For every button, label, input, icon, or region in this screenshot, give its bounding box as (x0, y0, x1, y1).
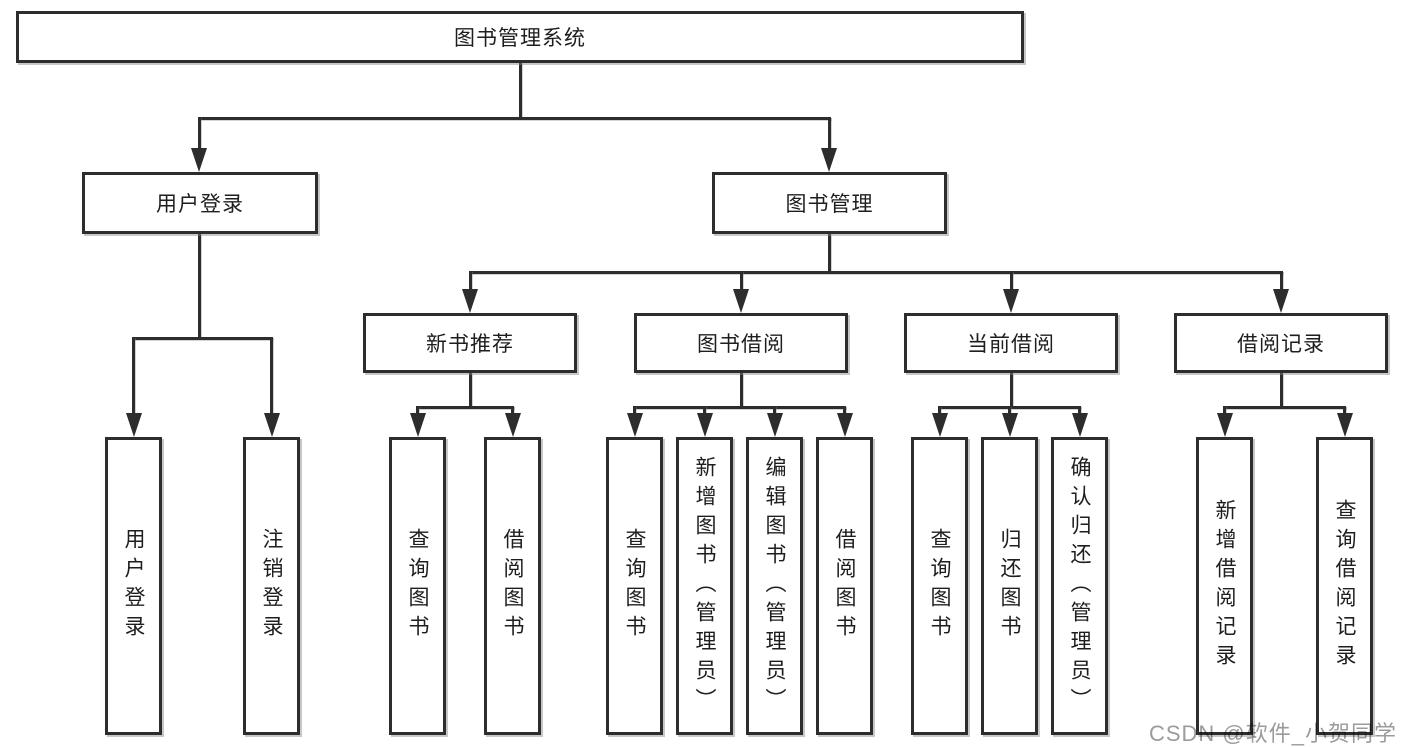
connector-line (739, 373, 743, 407)
arrow-down-icon (1001, 413, 1018, 437)
arrow-down-icon (1273, 289, 1289, 313)
arrow-down-icon (836, 413, 853, 437)
leaf-borrow-borrow-book: 借阅图书 (816, 437, 873, 735)
connector-line (468, 271, 1283, 274)
leaf-current-confirm-return-admin: 确认归还（管理员） (1051, 437, 1108, 735)
arrow-down-icon (626, 413, 643, 437)
arrow-down-icon (696, 413, 713, 437)
arrow-down-icon (766, 413, 783, 437)
arrow-down-icon (125, 413, 142, 437)
node-root-system: 图书管理系统 (16, 11, 1024, 63)
connector-line (1008, 406, 1011, 417)
connector-line (132, 337, 135, 416)
leaf-borrow-query-book: 查询图书 (606, 437, 663, 735)
arrow-down-icon (504, 413, 521, 437)
node-book-management-branch: 图书管理 (712, 172, 947, 234)
leaf-records-query-record: 查询借阅记录 (1316, 437, 1373, 735)
arrow-down-icon (733, 289, 749, 313)
connector-line (1223, 406, 1226, 417)
node-current-borrow: 当前借阅 (904, 313, 1118, 373)
leaf-user-login: 用户登录 (105, 437, 162, 735)
node-book-borrow: 图书借阅 (634, 313, 848, 373)
arrow-down-icon (462, 289, 478, 313)
arrow-down-icon (1003, 289, 1019, 313)
connector-line (938, 406, 941, 417)
connector-line (416, 406, 514, 409)
leaf-recommend-borrow-book: 借阅图书 (484, 437, 541, 735)
leaf-borrow-add-book-admin: 新增图书（管理员） (676, 437, 733, 735)
connector-line (518, 63, 522, 119)
connector-line (703, 406, 706, 417)
connector-line (132, 337, 273, 340)
connector-line (1279, 373, 1283, 407)
connector-line (468, 373, 472, 407)
leaf-current-return-book: 归还图书 (981, 437, 1038, 735)
node-borrow-records: 借阅记录 (1174, 313, 1388, 373)
arrow-down-icon (1071, 413, 1088, 437)
connector-line (416, 406, 419, 417)
connector-line (1223, 406, 1346, 409)
connector-line (827, 234, 831, 272)
csdn-watermark: CSDN @软件_小贺同学 (1148, 721, 1397, 746)
connector-line (197, 117, 831, 120)
connector-line (1078, 406, 1081, 417)
leaf-recommend-query-book: 查询图书 (389, 437, 446, 735)
connector-line (1009, 271, 1013, 292)
arrow-down-icon (931, 413, 948, 437)
leaf-current-query-book: 查询图书 (911, 437, 968, 735)
arrow-down-icon (409, 413, 426, 437)
arrow-down-icon (821, 148, 837, 172)
connector-line (827, 117, 831, 151)
connector-line (197, 234, 201, 338)
leaf-records-add-record: 新增借阅记录 (1196, 437, 1253, 735)
leaf-borrow-edit-book-admin: 编辑图书（管理员） (746, 437, 803, 735)
connector-line (773, 406, 776, 417)
connector-line (511, 406, 514, 417)
connector-line (633, 406, 636, 417)
connector-line (739, 271, 743, 292)
connector-line (1279, 271, 1283, 292)
connector-line (1343, 406, 1346, 417)
arrow-down-icon (1336, 413, 1353, 437)
node-user-login-branch: 用户登录 (82, 172, 318, 234)
connector-line (270, 337, 273, 416)
leaf-logout: 注销登录 (243, 437, 300, 735)
connector-line (1009, 373, 1013, 407)
connector-line (468, 271, 472, 292)
arrow-down-icon (191, 148, 207, 172)
arrow-down-icon (263, 413, 280, 437)
connector-line (633, 406, 846, 409)
arrow-down-icon (1216, 413, 1233, 437)
connector-line (843, 406, 846, 417)
connector-line (197, 117, 201, 151)
node-new-book-recommend: 新书推荐 (363, 313, 577, 373)
